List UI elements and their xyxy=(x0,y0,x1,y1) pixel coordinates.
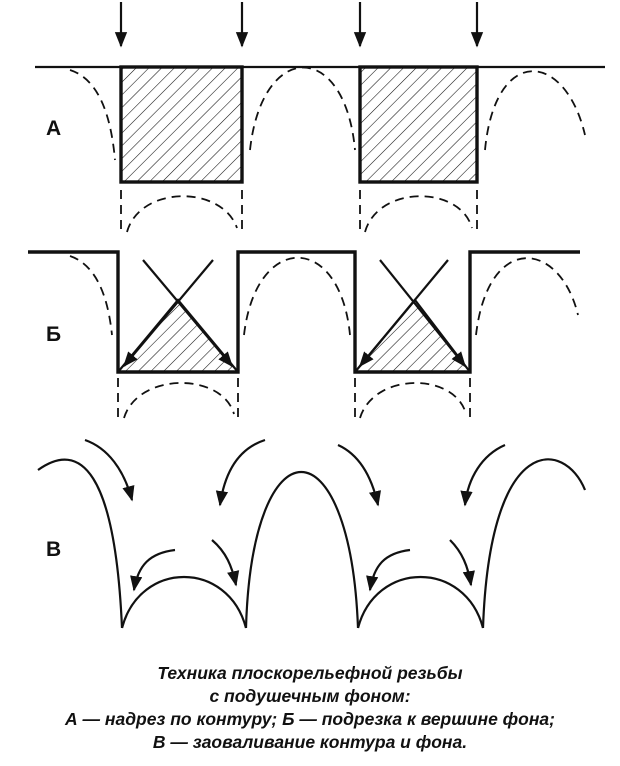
row-a-label: А xyxy=(46,117,62,140)
row-a-cut-block xyxy=(121,67,242,182)
row-b-pillow-profile xyxy=(243,256,351,336)
row-b-knife-arrow xyxy=(359,259,449,368)
row-b-label: Б xyxy=(46,323,62,346)
row-a-contour-cut xyxy=(35,2,605,233)
row-v-label: В xyxy=(46,538,62,561)
caption-line-2: с подушечным фоном: xyxy=(209,686,411,706)
row-v-cushion-outline xyxy=(37,458,124,629)
row-a-pillow-profile xyxy=(126,195,238,233)
row-v-cushion-outline xyxy=(120,575,248,629)
row-a-cut-block xyxy=(360,67,477,182)
row-v-rounding-arrow xyxy=(337,443,382,507)
carving-technique-diagram xyxy=(28,2,605,629)
row-b-pillow-profile xyxy=(475,257,579,336)
row-b-surface-profile xyxy=(28,250,580,374)
row-b-pillow-profile xyxy=(359,382,467,419)
caption-line-4: В — заоваливание контура и фона. xyxy=(152,732,468,752)
row-v-rounding xyxy=(37,438,587,629)
row-a-pillow-profile xyxy=(484,70,586,151)
row-a-cut-block-outline xyxy=(119,65,244,184)
row-v-rounding-arrow xyxy=(84,438,135,502)
row-a-pillow-profile xyxy=(364,195,473,233)
row-v-cushion-outline xyxy=(356,575,485,629)
row-b-knife-arrow xyxy=(123,259,214,368)
row-a-pillow-profile xyxy=(249,66,356,151)
row-b-pillow-profile xyxy=(69,255,113,336)
caption-line-1: Техника плоскорельефной резьбы xyxy=(157,663,463,683)
row-a-pillow-profile xyxy=(69,69,116,161)
row-v-rounding-arrow xyxy=(215,438,266,507)
row-v-rounding-arrow xyxy=(130,548,176,592)
caption-line-3: А — надрез по контуру; Б — подрезка к ве… xyxy=(65,709,555,729)
row-b-cut-triangle xyxy=(355,300,470,372)
row-b-cut-triangle xyxy=(118,300,238,372)
row-a-cut-block-outline xyxy=(358,65,479,184)
row-v-rounding-arrow xyxy=(460,443,506,507)
row-v-rounding-arrow xyxy=(366,548,411,592)
row-b-knife-arrow xyxy=(142,259,233,368)
row-b-undercut xyxy=(28,250,580,419)
figure-caption: Техника плоскорельефной резьбы с подушеч… xyxy=(0,662,620,754)
row-v-cushion-outline xyxy=(244,471,360,629)
row-b-pillow-profile xyxy=(123,382,235,419)
row-b-knife-arrow xyxy=(379,259,466,368)
row-v-rounding-arrow xyxy=(449,539,475,587)
row-v-cushion-outline xyxy=(481,458,587,629)
row-v-rounding-arrow xyxy=(211,539,240,587)
